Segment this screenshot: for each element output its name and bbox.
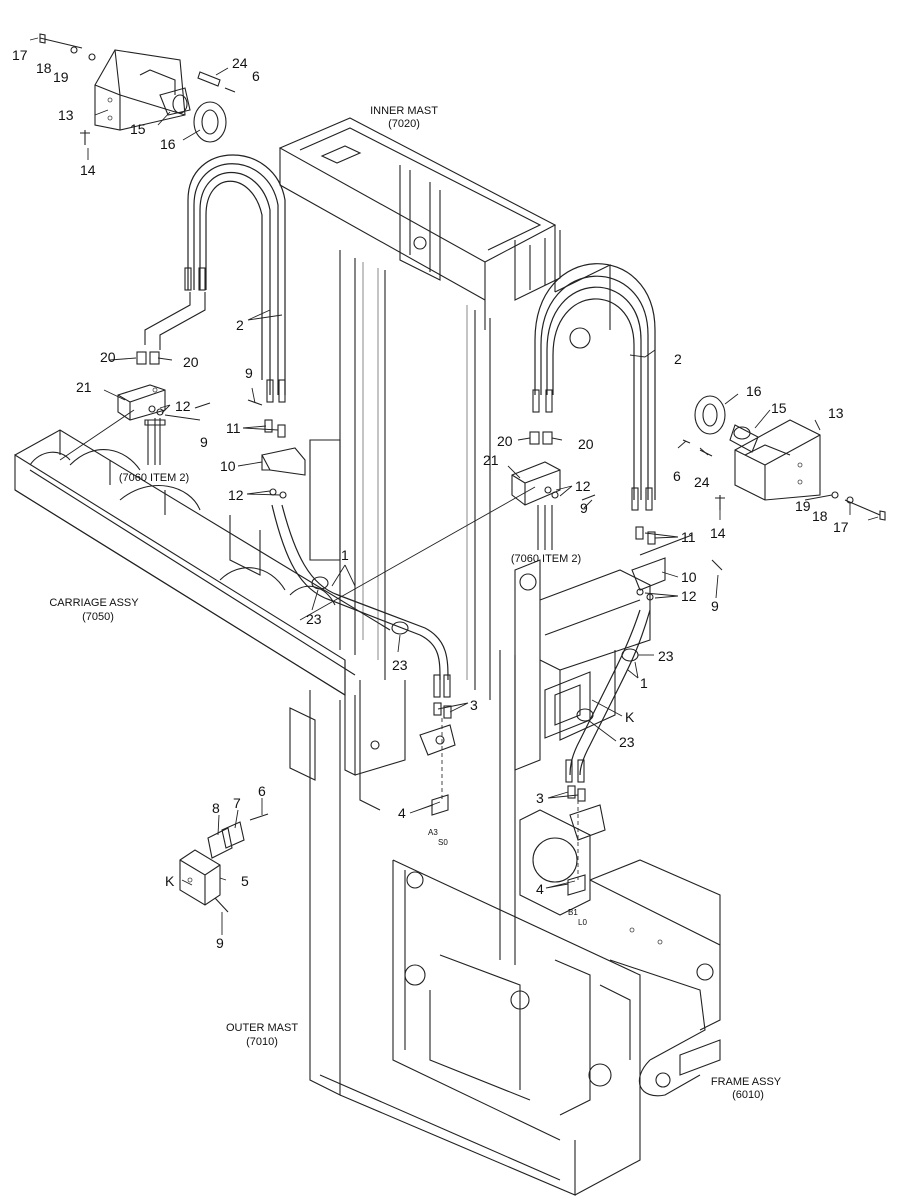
callout-23-left-b: 23 bbox=[392, 657, 408, 673]
left-block-21 bbox=[117, 351, 211, 465]
callout-23-left-a: 23 bbox=[306, 611, 322, 627]
callout-10-right: 10 bbox=[681, 569, 697, 585]
callout-24-right: 24 bbox=[694, 474, 710, 490]
callout-23-right-a: 23 bbox=[658, 648, 674, 664]
callout-15-right: 15 bbox=[771, 400, 787, 416]
callout-15: 15 bbox=[130, 121, 146, 137]
callout-2-left: 2 bbox=[236, 317, 244, 333]
callout-17-right: 17 bbox=[833, 519, 849, 535]
callout-14-right: 14 bbox=[710, 525, 726, 541]
inner-mast-drawing bbox=[278, 117, 611, 700]
callout-6-detail: 6 bbox=[258, 783, 266, 799]
callout-13-right: 13 bbox=[828, 405, 844, 421]
detail-k-bracket bbox=[179, 813, 269, 913]
callout-20-left-b: 20 bbox=[183, 354, 199, 370]
port-mark-b1: B1 bbox=[568, 908, 578, 917]
port-mark-s0: S0 bbox=[438, 838, 448, 847]
inner-mast-code: (7020) bbox=[388, 118, 420, 130]
ref-7060-right: (7060 ITEM 2) bbox=[511, 553, 581, 565]
outer-mast-name: OUTER MAST bbox=[226, 1022, 298, 1034]
callout-12-left-b: 12 bbox=[228, 487, 244, 503]
callout-6-right: 6 bbox=[673, 468, 681, 484]
callout-16: 16 bbox=[160, 136, 176, 152]
port-mark-l0: L0 bbox=[578, 918, 587, 927]
frame-assy-drawing bbox=[589, 859, 721, 1097]
callout-7: 7 bbox=[233, 795, 241, 811]
callout-20-right-a: 20 bbox=[497, 433, 513, 449]
right-bracket-10 bbox=[631, 526, 723, 601]
port-mark-a3: A3 bbox=[428, 828, 438, 837]
callout-19-right: 19 bbox=[795, 498, 811, 514]
callout-20-right-b: 20 bbox=[578, 436, 594, 452]
callouts: 17 18 19 13 24 6 15 16 14 2 20 20 21 12 … bbox=[12, 47, 849, 951]
callout-3-right: 3 bbox=[536, 790, 544, 806]
callout-5: 5 bbox=[241, 873, 249, 889]
outer-mast-code: (7010) bbox=[246, 1036, 278, 1048]
ref-7060-left: (7060 ITEM 2) bbox=[119, 472, 189, 484]
callout-9-left-b: 9 bbox=[200, 434, 208, 450]
callout-3-left: 3 bbox=[470, 697, 478, 713]
callout-23-right-b: 23 bbox=[619, 734, 635, 750]
callout-18: 18 bbox=[36, 60, 52, 76]
callout-9-detail: 9 bbox=[216, 935, 224, 951]
leader-lines bbox=[29, 37, 879, 935]
callout-13: 13 bbox=[58, 107, 74, 123]
callout-6: 6 bbox=[252, 68, 260, 84]
callout-9-left-a: 9 bbox=[245, 365, 253, 381]
lower-left-hoses bbox=[271, 504, 451, 698]
frame-assy-name: FRAME ASSY bbox=[711, 1076, 782, 1088]
callout-4-right: 4 bbox=[536, 881, 544, 897]
frame-assy-code: (6010) bbox=[732, 1089, 764, 1101]
callout-8: 8 bbox=[212, 800, 220, 816]
callout-19: 19 bbox=[53, 69, 69, 85]
carriage-assy-name: CARRIAGE ASSY bbox=[49, 597, 139, 609]
callout-20-left-a: 20 bbox=[100, 349, 116, 365]
callout-12-right-a: 12 bbox=[575, 478, 591, 494]
callout-k-detail: K bbox=[165, 873, 175, 889]
callout-14: 14 bbox=[80, 162, 96, 178]
callout-16-right: 16 bbox=[746, 383, 762, 399]
callout-12-right-b: 12 bbox=[681, 588, 697, 604]
callout-9-right-b: 9 bbox=[711, 598, 719, 614]
callout-2-right: 2 bbox=[674, 351, 682, 367]
callout-1-right: 1 bbox=[640, 675, 648, 691]
callout-12-left-a: 12 bbox=[175, 398, 191, 414]
carriage-drawing bbox=[14, 429, 406, 811]
right-pulley-assembly bbox=[682, 395, 886, 521]
carriage-assy-code: (7050) bbox=[82, 611, 114, 623]
callout-k-right: K bbox=[625, 709, 635, 725]
right-block-21 bbox=[511, 431, 596, 550]
left-pulley-assembly bbox=[39, 33, 236, 145]
upper-left-hoses bbox=[144, 154, 286, 403]
callout-24: 24 bbox=[232, 55, 248, 71]
inner-mast-name: INNER MAST bbox=[370, 105, 438, 117]
outer-mast-drawing bbox=[309, 650, 641, 1196]
callout-4-left: 4 bbox=[398, 805, 406, 821]
left-bracket-10 bbox=[247, 399, 306, 499]
callout-10-left: 10 bbox=[220, 458, 236, 474]
callout-17: 17 bbox=[12, 47, 28, 63]
upper-right-hoses bbox=[532, 263, 656, 511]
callout-21-left: 21 bbox=[76, 379, 92, 395]
callout-1-left: 1 bbox=[341, 547, 349, 563]
callout-11-right: 11 bbox=[681, 529, 696, 545]
callout-9-right-a: 9 bbox=[580, 500, 588, 516]
callout-11-left: 11 bbox=[226, 420, 241, 436]
callout-21-right: 21 bbox=[483, 452, 499, 468]
lower-right-hoses bbox=[565, 609, 651, 783]
callout-18-right: 18 bbox=[812, 508, 828, 524]
